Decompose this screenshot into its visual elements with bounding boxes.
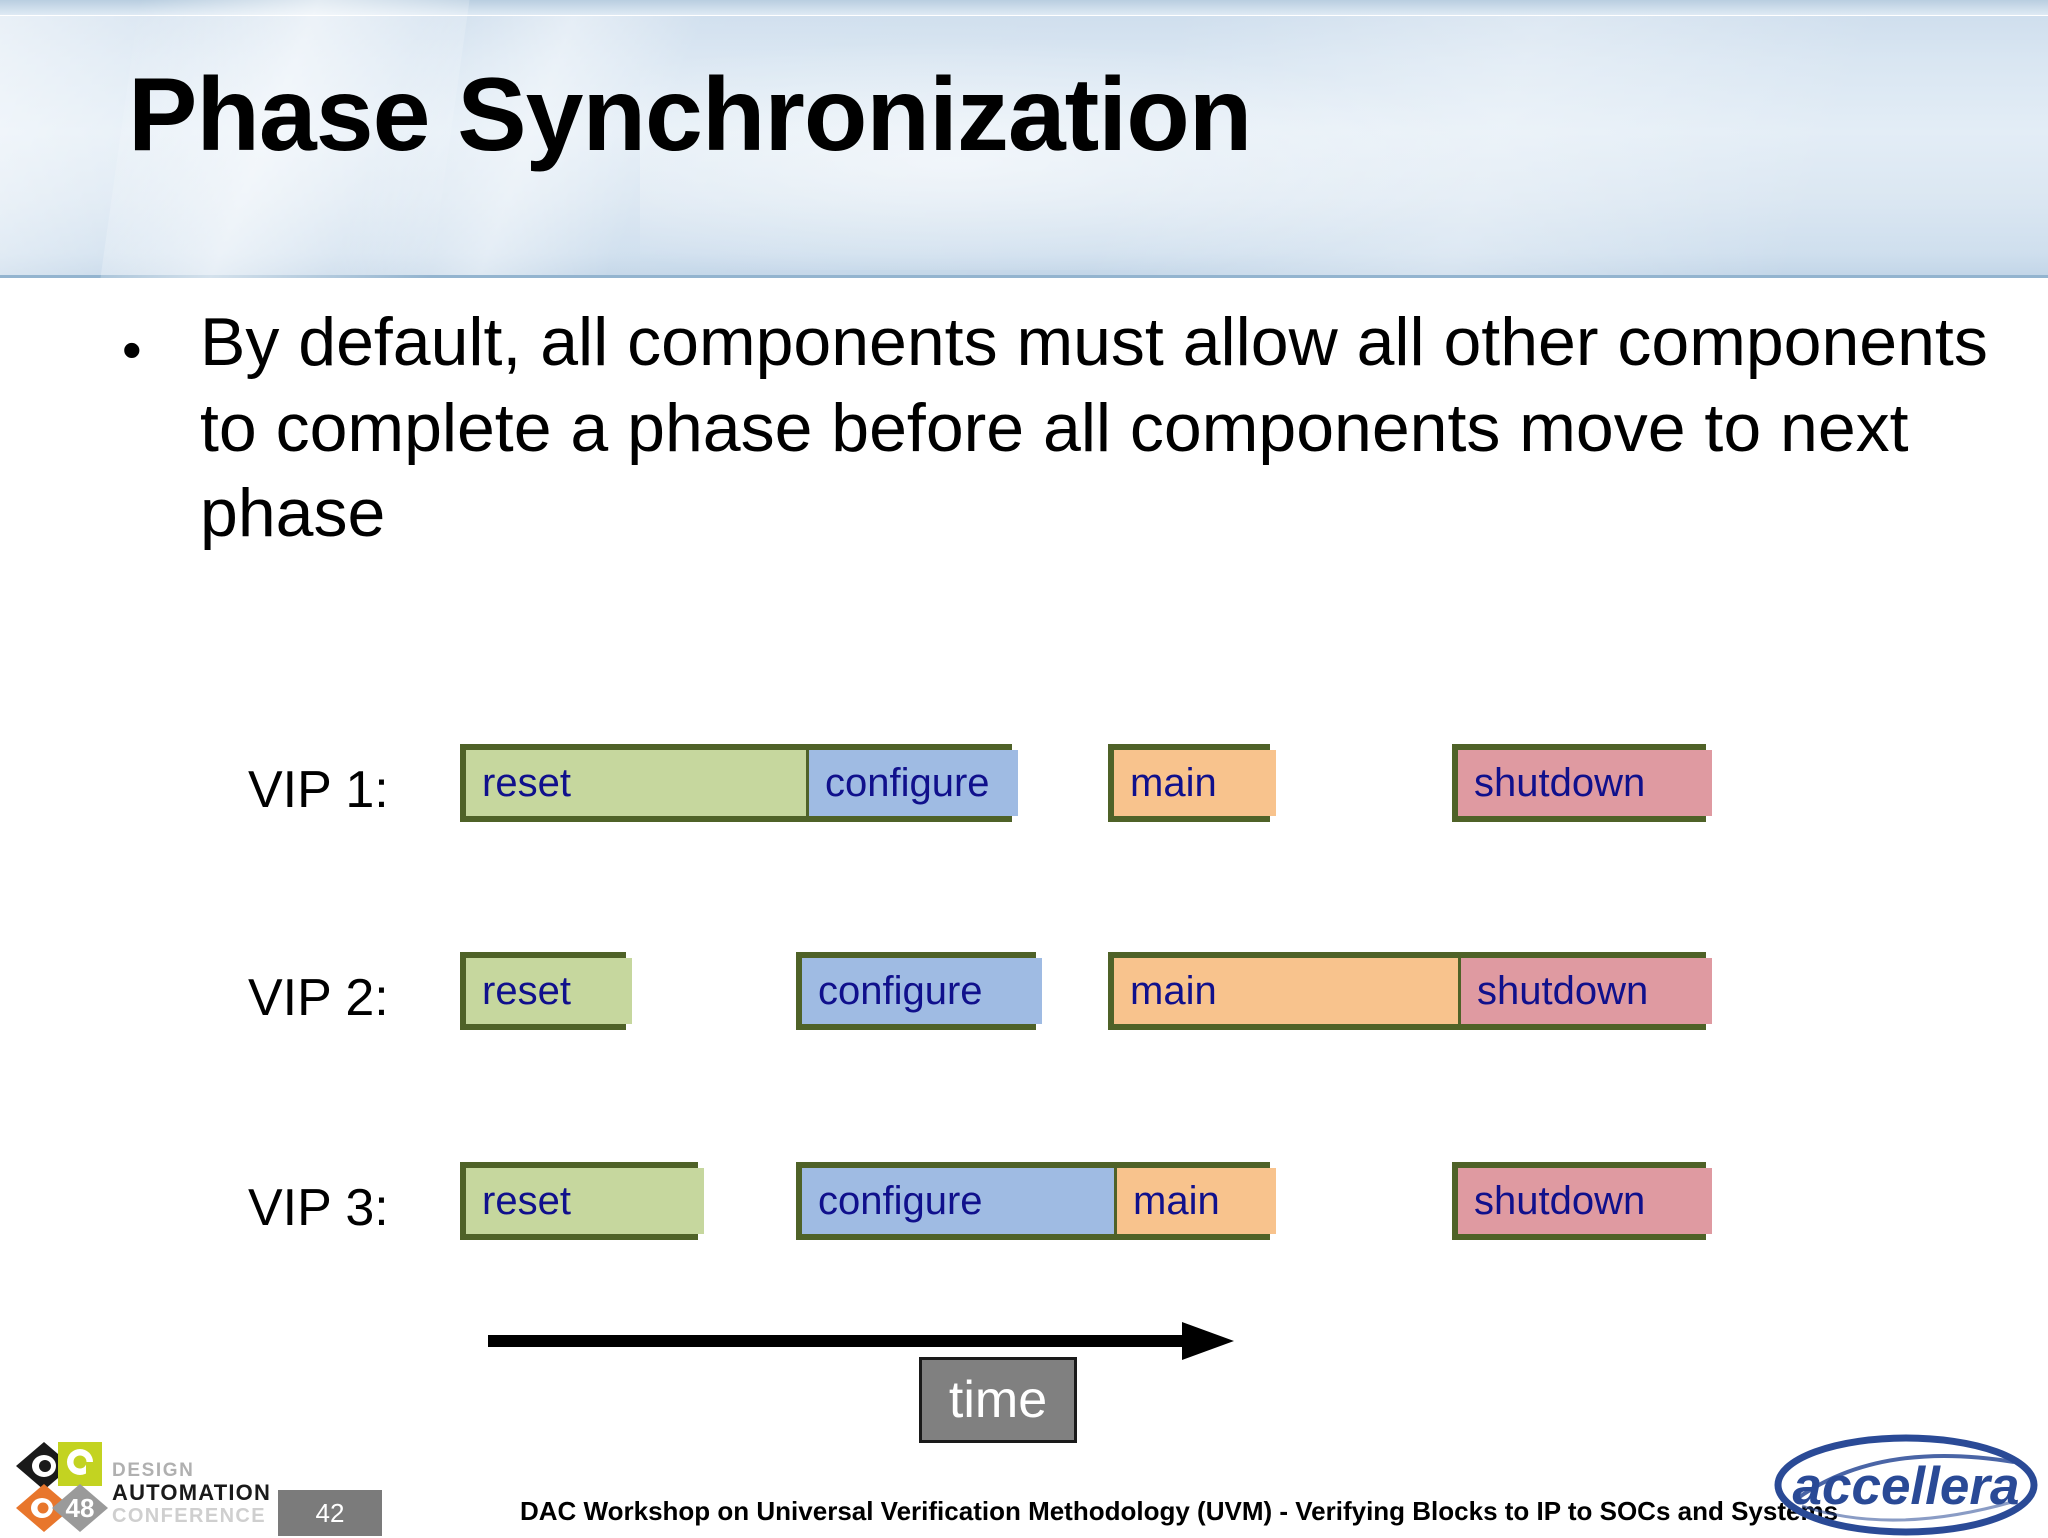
time-arrow-shaft <box>488 1335 1188 1347</box>
svg-text:AUTOMATION: AUTOMATION <box>112 1480 271 1505</box>
phase-cell-reset[interactable]: reset <box>466 1168 704 1234</box>
slide-footer: 48 DESIGN AUTOMATION CONFERENCE 42 DAC W… <box>0 1434 2048 1536</box>
phase-group[interactable]: shutdown <box>1452 744 1712 822</box>
phase-cell-shutdown[interactable]: shutdown <box>1458 1168 1712 1234</box>
phase-cell-reset[interactable]: reset <box>466 958 632 1024</box>
svg-text:48: 48 <box>66 1493 95 1523</box>
phase-cell-configure[interactable]: configure <box>802 958 1042 1024</box>
vip-row-label: VIP 3: <box>248 1179 389 1237</box>
svg-text:CONFERENCE: CONFERENCE <box>112 1505 266 1527</box>
phase-cell-shutdown[interactable]: shutdown <box>1458 750 1712 816</box>
vip-row-label: VIP 1: <box>248 761 389 819</box>
phase-cell-configure[interactable]: configure <box>802 1168 1114 1234</box>
svg-text:DESIGN: DESIGN <box>112 1460 194 1481</box>
dac-conference-logo: 48 DESIGN AUTOMATION CONFERENCE <box>14 1440 278 1532</box>
time-label-box: time <box>919 1357 1077 1443</box>
page-number-badge: 42 <box>278 1490 382 1536</box>
phase-group[interactable]: shutdown <box>1452 1162 1712 1240</box>
vip-row-label: VIP 2: <box>248 969 389 1027</box>
page-title: Phase Synchronization <box>128 57 1252 173</box>
svg-text:accellera: accellera <box>1793 1457 2020 1516</box>
phase-group[interactable]: reset <box>460 952 632 1030</box>
bullet-list: • By default, all components must allow … <box>112 300 1992 557</box>
phase-cell-reset[interactable]: reset <box>466 750 806 816</box>
bullet-text: By default, all components must allow al… <box>200 304 1988 552</box>
phase-cell-main[interactable]: main <box>1114 750 1276 816</box>
phase-group[interactable]: main <box>1108 744 1276 822</box>
bullet-marker-icon: • <box>122 318 142 381</box>
footer-caption: DAC Workshop on Universal Verification M… <box>520 1496 1839 1526</box>
phase-cell-shutdown[interactable]: shutdown <box>1458 958 1712 1024</box>
phase-cell-configure[interactable]: configure <box>806 750 1018 816</box>
time-arrow-head-icon <box>1182 1322 1234 1360</box>
time-axis-arrow <box>488 1322 1234 1362</box>
phase-cell-main[interactable]: main <box>1114 958 1458 1024</box>
banner-top-highlight <box>0 0 2048 16</box>
phase-cell-main[interactable]: main <box>1114 1168 1276 1234</box>
phase-group[interactable]: configure <box>796 952 1042 1030</box>
phase-group[interactable]: reset <box>460 1162 704 1240</box>
accellera-logo: accellera <box>1772 1432 2040 1538</box>
